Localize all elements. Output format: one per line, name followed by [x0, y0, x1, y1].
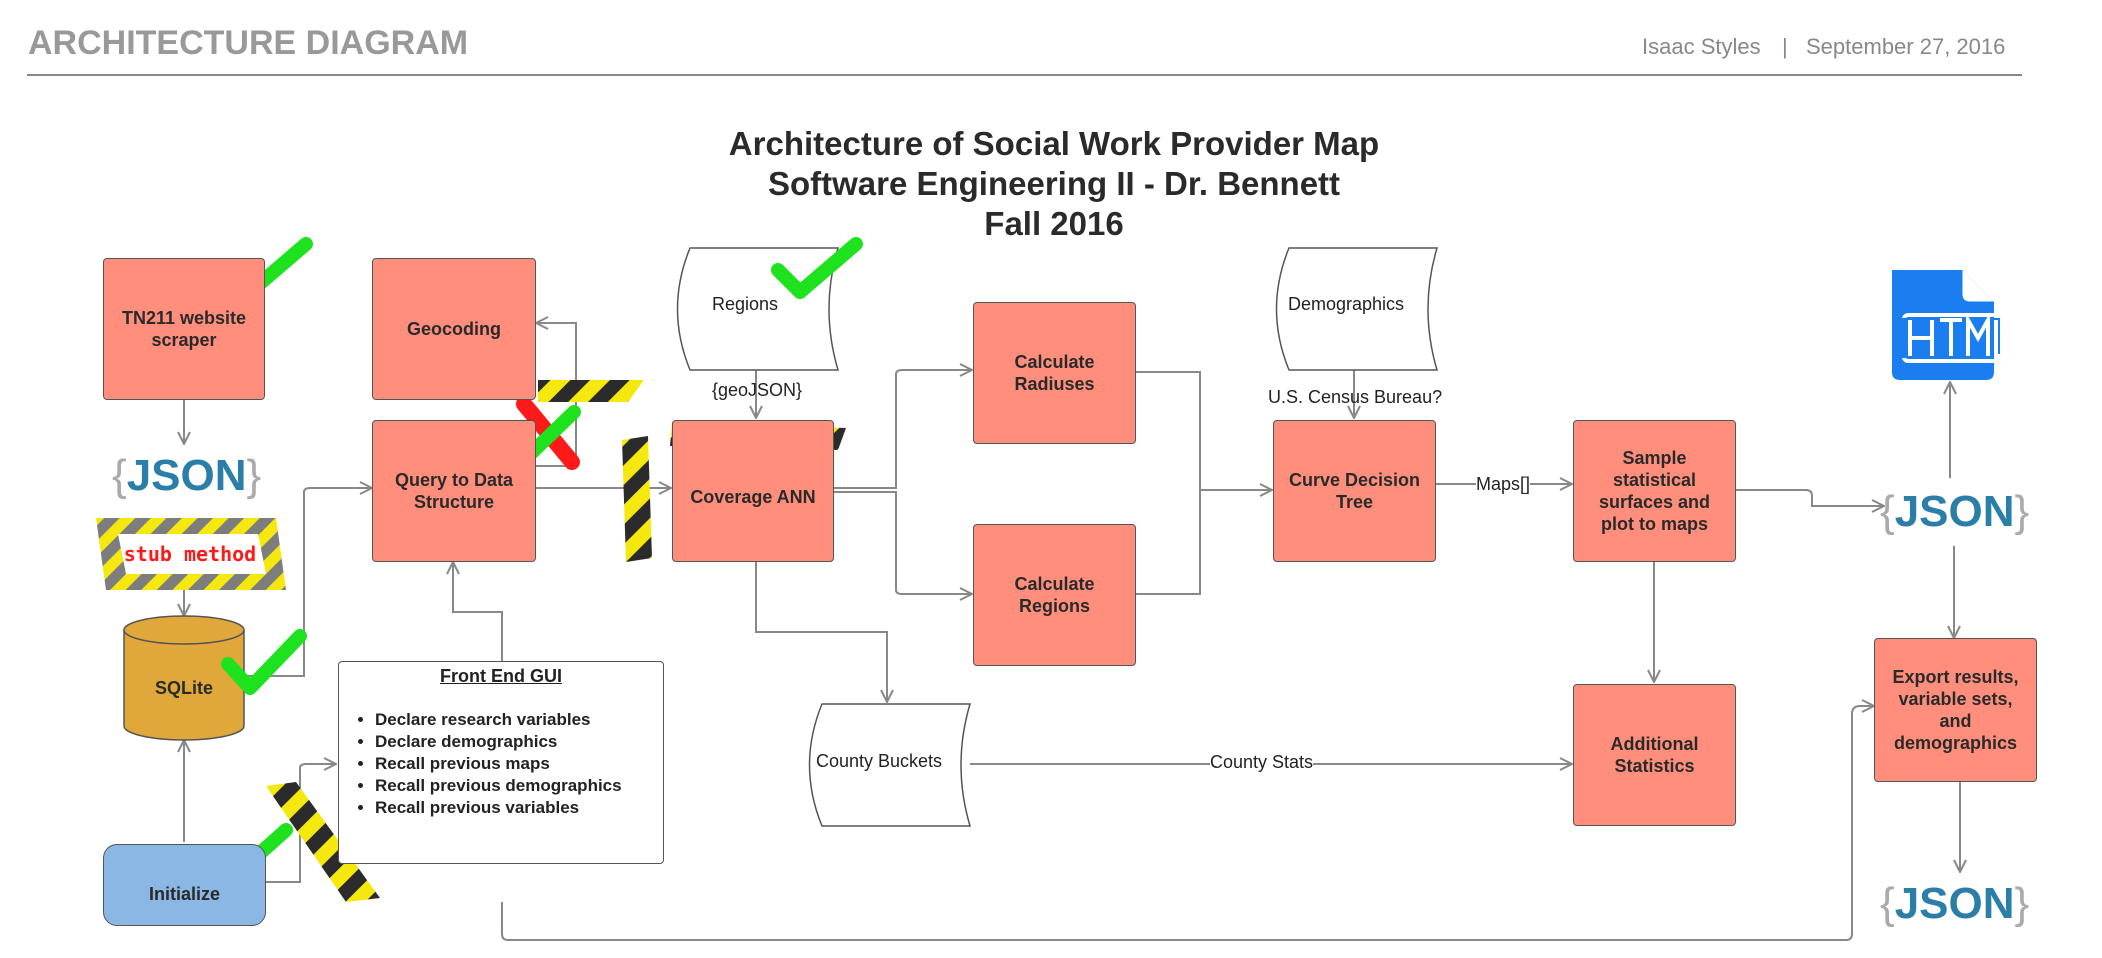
node-coverage-ann: Coverage ANN: [672, 420, 834, 562]
json-brace-icon: {: [112, 451, 127, 500]
diagram-title-line3: Fall 2016: [984, 205, 1124, 242]
node-initialize: Initialize: [103, 844, 266, 926]
sqlite-label: SQLite: [154, 678, 213, 698]
edge-coverage-radiuses: [833, 370, 972, 489]
diagram-title-line1: Architecture of Social Work Provider Map: [728, 125, 1380, 162]
gui-item: Recall previous demographics: [375, 775, 663, 797]
regions-datastore: [676, 247, 840, 371]
json-brace-icon: }: [2014, 879, 2030, 928]
json-text: JSON: [1894, 879, 2015, 928]
county-buckets-datastore: [808, 703, 972, 827]
json-text: JSON: [1894, 487, 2015, 536]
gui-item: Declare research variables: [375, 709, 663, 731]
json-text: JSON: [126, 451, 247, 500]
sqlite-database: [123, 615, 245, 741]
edge-init-gui: [265, 764, 336, 883]
json-icon-left: {JSON}: [112, 450, 261, 502]
html-file-icon: [1892, 270, 2020, 380]
node-export-results: Export results, variable sets, and demog…: [1874, 638, 2037, 782]
header-separator: |: [1782, 34, 1788, 59]
check-icon-regions: [771, 237, 863, 299]
check-icon-sqlite: [221, 629, 307, 695]
diagram-title: Architecture of Social Work Provider Map…: [600, 124, 1508, 244]
stub-method-label: stub method: [123, 542, 257, 566]
edge-gui-export: [501, 706, 1874, 941]
demographics-label: Demographics: [1288, 294, 1405, 314]
edge-coverage-county: [755, 562, 887, 702]
geojson-label: {geoJSON}: [712, 380, 803, 400]
gui-title: Front End GUI: [440, 666, 562, 686]
hazard-tape-query-coverage: [622, 436, 652, 562]
header-author: Isaac Styles: [1642, 34, 1761, 59]
gui-item: Declare demographics: [375, 731, 663, 753]
demographics-datastore: [1275, 247, 1439, 371]
regions-label: Regions: [712, 294, 779, 314]
node-curve-decision-tree: Curve Decision Tree: [1273, 420, 1436, 562]
json-brace-icon: {: [1880, 487, 1895, 536]
header-date: September 27, 2016: [1806, 34, 2006, 59]
gui-item: Recall previous variables: [375, 797, 663, 819]
json-icon-right: {JSON}: [1880, 486, 2029, 538]
json-brace-icon: }: [2014, 487, 2030, 536]
edge-sqlite-query: [244, 488, 372, 677]
json-brace-icon: }: [246, 451, 262, 500]
edge-gui-query: [453, 562, 503, 661]
edge-sample-json: [1735, 489, 1884, 506]
node-query-data-structure: Query to Data Structure: [372, 420, 536, 562]
gui-list: Declare research variables Declare demog…: [339, 709, 663, 819]
front-end-gui-panel: Front End GUI Declare research variables…: [338, 661, 664, 864]
node-calculate-regions: Calculate Regions: [973, 524, 1136, 666]
maps-label: Maps[]: [1476, 474, 1531, 495]
hazard-tape-geocoding: [538, 380, 644, 402]
diagram-title-line2: Software Engineering II - Dr. Bennett: [767, 165, 1341, 202]
stub-hazard-frame: [96, 518, 286, 590]
hazard-tape-initialize: [266, 782, 380, 902]
edge-calcregions-curve: [1135, 490, 1201, 595]
node-calculate-radiuses: Calculate Radiuses: [973, 302, 1136, 444]
json-brace-icon: {: [1880, 879, 1895, 928]
node-geocoding: Geocoding: [372, 258, 536, 400]
edge-radiuses-curve: [1135, 371, 1272, 490]
county-stats-label: County Stats: [1210, 752, 1314, 773]
county-buckets-label: County Buckets: [816, 751, 943, 771]
gui-item: Recall previous maps: [375, 753, 663, 775]
json-icon-bottom: {JSON}: [1880, 878, 2029, 930]
header-divider: [27, 74, 2022, 76]
node-additional-statistics: Additional Statistics: [1573, 684, 1736, 826]
header-title: ARCHITECTURE DIAGRAM: [28, 24, 469, 62]
edge-coverage-calcregions: [833, 491, 972, 594]
node-sample-surfaces: Sample statistical surfaces and plot to …: [1573, 420, 1736, 562]
census-label: U.S. Census Bureau?: [1268, 387, 1443, 407]
node-tn211-scraper: TN211 website scraper: [103, 258, 265, 400]
